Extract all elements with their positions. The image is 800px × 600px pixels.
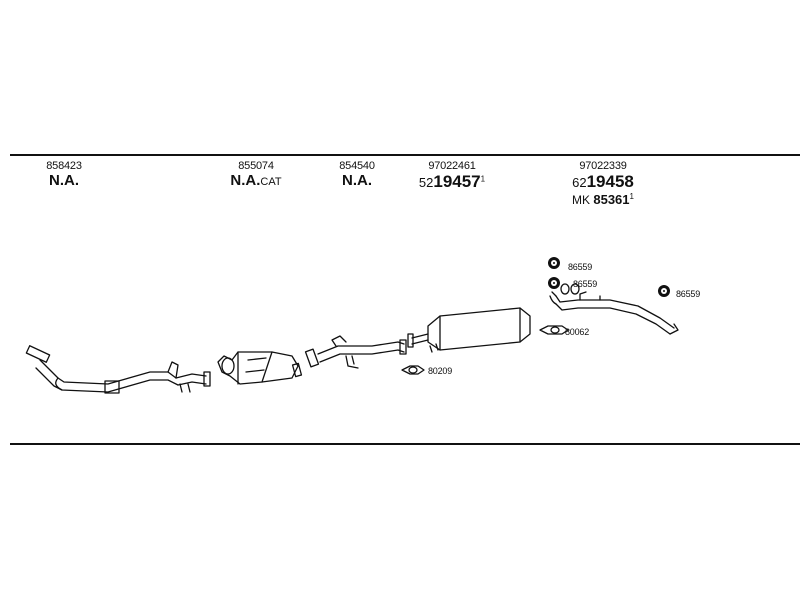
middle-silencer-drawing xyxy=(407,307,531,353)
hanger-nut-icon xyxy=(658,285,670,297)
fitting-label-gasket-left: 80209 xyxy=(428,366,453,376)
reference-prefix: 52 xyxy=(418,175,434,190)
fitting-label-hanger-mid: 86559 xyxy=(573,279,598,289)
reference-sup: 1 xyxy=(480,174,486,184)
mounting-kit-sup: 1 xyxy=(629,192,634,201)
fitting-label-hanger-right: 86559 xyxy=(676,289,701,299)
part-column-intermediate-pipe: 854540 N.A. xyxy=(332,160,382,189)
part-number: 854540 xyxy=(339,160,375,172)
availability-label: N.A. xyxy=(342,172,372,189)
hanger-nut-icon xyxy=(548,257,560,269)
bottom-divider xyxy=(10,443,800,445)
gasket-left-drawing xyxy=(401,365,425,375)
availability-suffix: CAT xyxy=(260,176,282,188)
front-pipe-drawing xyxy=(25,345,211,394)
fitting-label-hanger-top: 86559 xyxy=(568,262,593,272)
availability-label: N.A. xyxy=(49,172,79,189)
catalyst-drawing xyxy=(217,351,303,385)
hanger-ring-mid xyxy=(560,283,580,295)
reference-main: 19458 xyxy=(586,172,634,191)
part-number: 858423 xyxy=(46,160,82,172)
fitting-label-gasket-right: 80062 xyxy=(565,327,590,337)
part-number: 97022461 xyxy=(428,160,476,172)
reference-number: 52194571 xyxy=(412,172,492,192)
intermediate-pipe-drawing xyxy=(304,335,407,369)
availability-label: N.A. xyxy=(230,172,261,189)
reference-prefix: 62 xyxy=(572,175,587,190)
part-number: 97022339 xyxy=(579,160,627,172)
part-column-middle-silencer: 97022461 52194571 xyxy=(412,160,492,192)
part-column-rear-pipe: 97022339 6219458 MK 853611 xyxy=(562,160,644,207)
reference-number: 6219458 xyxy=(562,172,644,192)
reference-main: 19457 xyxy=(433,172,481,191)
mounting-kit-reference: MK 853611 xyxy=(562,192,644,207)
hanger-nut-icon xyxy=(548,277,560,289)
mounting-kit-prefix: MK xyxy=(572,193,591,207)
gasket-right-drawing xyxy=(539,325,569,335)
top-divider xyxy=(10,154,800,156)
rear-pipe-drawing xyxy=(549,291,679,335)
part-column-front-pipe: 858423 N.A. xyxy=(38,160,90,189)
part-column-catalyst: 855074 N.A.CAT xyxy=(222,160,290,189)
mounting-kit-number: 85361 xyxy=(593,192,630,207)
part-number: 855074 xyxy=(238,160,274,172)
